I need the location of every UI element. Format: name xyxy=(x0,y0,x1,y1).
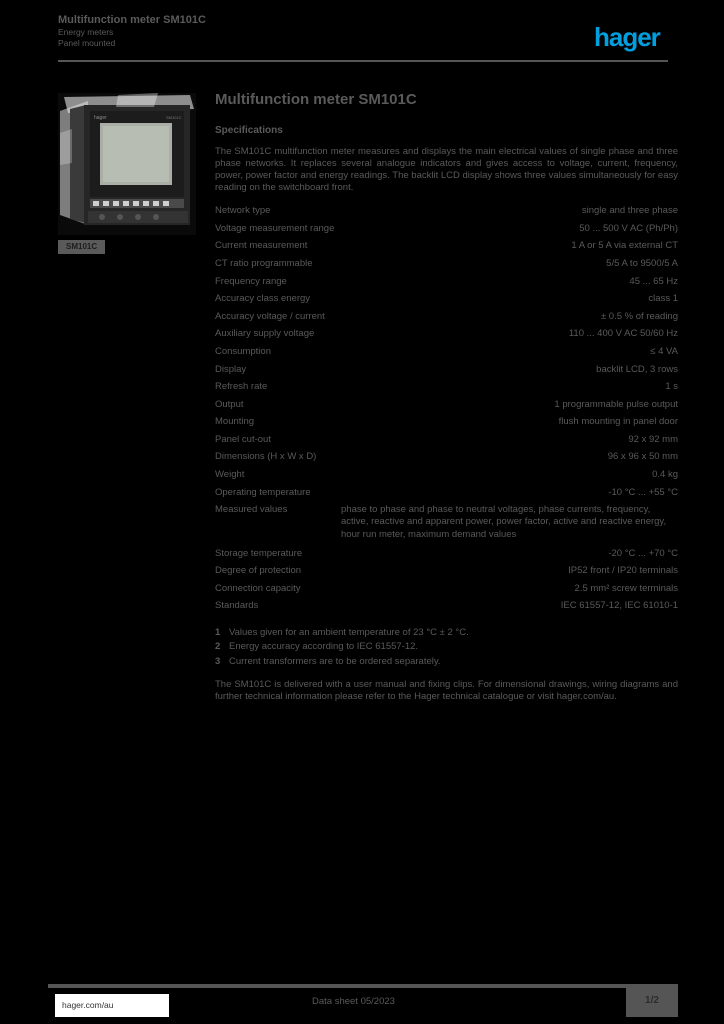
product-description: The SM101C multifunction meter measures … xyxy=(215,145,678,193)
page-title: Multifunction meter SM101C xyxy=(215,91,417,108)
spec-value: class 1 xyxy=(648,293,678,305)
list-item: 1 Values given for an ambient temperature… xyxy=(215,627,678,640)
table-row: Weight 0.4 kg xyxy=(215,466,678,484)
table-row: Panel cut-out 92 x 92 mm xyxy=(215,431,678,449)
table-row: Voltage measurement range 50 ... 500 V AC… xyxy=(215,220,678,238)
spec-label: Network type xyxy=(215,205,271,217)
spec-label: Display xyxy=(215,363,247,375)
footer-info: Data sheet 05/2023 xyxy=(312,996,395,1007)
list-item: 2 Energy accuracy according to IEC 61557-… xyxy=(215,641,678,654)
spec-label: Connection capacity xyxy=(215,582,301,594)
product-image: hager SM101C xyxy=(58,93,196,235)
spec-value: -10 °C ... +55 °C xyxy=(608,486,678,498)
spec-label: Auxiliary supply voltage xyxy=(215,328,315,340)
table-row: Connection capacity 2.5 mm² screw termina… xyxy=(215,580,678,598)
spec-value: 1 A or 5 A via external CT xyxy=(571,240,678,252)
spec-label: Accuracy class energy xyxy=(215,293,311,305)
main-content: Multifunction meter SM101C Specification… xyxy=(215,91,678,704)
table-row: Auxiliary supply voltage 110 ... 400 V AC… xyxy=(215,325,678,343)
spec-label: Measured values xyxy=(215,504,288,516)
table-row: Frequency range 45 ... 65 Hz xyxy=(215,272,678,290)
spec-label: CT ratio programmable xyxy=(215,258,313,270)
spec-value: 1 programmable pulse output xyxy=(554,398,678,410)
note-number: 1 xyxy=(215,626,221,638)
spec-label: Storage temperature xyxy=(215,547,303,559)
spec-value: ≤ 4 VA xyxy=(650,345,678,357)
notes-list: 1 Values given for an ambient temperature… xyxy=(215,627,678,669)
svg-text:hager: hager xyxy=(94,115,107,121)
spec-value: IEC 61557-12, IEC 61010-1 xyxy=(560,600,678,612)
hager-logo: hager xyxy=(594,22,661,52)
table-row: Degree of protection IP52 front / IP20 te… xyxy=(215,562,678,580)
svg-text:SM101C: SM101C xyxy=(166,115,182,120)
spec-label: Voltage measurement range xyxy=(215,222,335,234)
table-row: Mounting flush mounting in panel door xyxy=(215,413,678,431)
table-row: Network type single and three phase xyxy=(215,202,678,220)
table-row: Refresh rate 1 s xyxy=(215,378,678,396)
header-title-block: Multifunction meter SM101C Energy meters… xyxy=(58,14,206,49)
table-row: CT ratio programmable 5/5 A to 9500/5 A xyxy=(215,255,678,273)
spec-value: 0.4 kg xyxy=(652,468,678,480)
spec-value: 5/5 A to 9500/5 A xyxy=(606,258,678,270)
table-row: Display backlit LCD, 3 rows xyxy=(215,360,678,378)
spec-label: Panel cut-out xyxy=(215,433,271,445)
spec-value: backlit LCD, 3 rows xyxy=(596,363,678,375)
product-photo-svg: hager SM101C xyxy=(58,93,196,235)
header-title: Multifunction meter SM101C xyxy=(58,14,206,26)
product-caption: SM101C xyxy=(58,240,106,254)
spec-value: 1 s xyxy=(665,381,678,393)
spec-label: Refresh rate xyxy=(215,381,268,393)
spec-label: Mounting xyxy=(215,416,255,428)
spec-value: ± 0.5 % of reading xyxy=(600,310,678,322)
spec-value: single and three phase xyxy=(581,205,678,217)
specs-subheading: Specifications xyxy=(215,124,283,136)
table-row: Measured values phase to phase and phase … xyxy=(215,501,678,544)
spec-label: Degree of protection xyxy=(215,565,302,577)
spec-value: phase to phase and phase to neutral volt… xyxy=(341,504,667,540)
spec-value: 50 ... 500 V AC (Ph/Ph) xyxy=(579,222,678,234)
table-row: Storage temperature -20 °C ... +70 °C xyxy=(215,544,678,562)
spec-value: 45 ... 65 Hz xyxy=(629,275,678,287)
spec-table: Network type single and three phase Volta… xyxy=(215,202,678,615)
spec-value: 96 x 96 x 50 mm xyxy=(607,451,678,463)
spec-label: Output xyxy=(215,398,244,410)
note-number: 2 xyxy=(215,641,221,653)
page-number-badge: 1/2 xyxy=(626,984,678,1017)
note-text: Current transformers are to be ordered s… xyxy=(229,656,441,668)
spec-label: Current measurement xyxy=(215,240,308,252)
spec-value: IP52 front / IP20 terminals xyxy=(568,565,678,577)
spec-label: Standards xyxy=(215,600,259,612)
table-row: Operating temperature -10 °C ... +55 °C xyxy=(215,483,678,501)
spec-label: Accuracy voltage / current xyxy=(215,310,325,322)
table-row: Dimensions (H x W x D) 96 x 96 x 50 mm xyxy=(215,448,678,466)
note-number: 3 xyxy=(215,656,221,668)
spec-value: 92 x 92 mm xyxy=(628,433,678,445)
spec-value: 110 ... 400 V AC 50/60 Hz xyxy=(568,328,678,340)
note-text: Values given for an ambient temperature … xyxy=(229,626,469,638)
table-row: Output 1 programmable pulse output xyxy=(215,395,678,413)
spec-label: Frequency range xyxy=(215,275,287,287)
spec-value: flush mounting in panel door xyxy=(558,416,678,428)
header-category: Panel mounted xyxy=(58,37,116,48)
spec-label: Operating temperature xyxy=(215,486,311,498)
note-text: Energy accuracy according to IEC 61557-1… xyxy=(229,641,419,653)
spec-label: Dimensions (H x W x D) xyxy=(215,451,317,463)
footer-website-link[interactable]: hager.com/au xyxy=(55,994,169,1017)
spec-label: Consumption xyxy=(215,345,271,357)
header-subtitle: Energy meters xyxy=(58,26,114,37)
table-row: Current measurement 1 A or 5 A via extern… xyxy=(215,237,678,255)
table-row: Accuracy class energy class 1 xyxy=(215,290,678,308)
footnote-paragraph: The SM101C is delivered with a user manu… xyxy=(215,679,678,703)
spec-label: Weight xyxy=(215,468,245,480)
table-row: Accuracy voltage / current ± 0.5 % of rea… xyxy=(215,308,678,326)
list-item: 3 Current transformers are to be ordered … xyxy=(215,656,678,669)
spec-value: -20 °C ... +70 °C xyxy=(608,547,678,559)
footer-divider xyxy=(48,984,678,988)
table-row: Consumption ≤ 4 VA xyxy=(215,343,678,361)
spec-value: 2.5 mm² screw terminals xyxy=(574,582,678,594)
table-row: Standards IEC 61557-12, IEC 61010-1 xyxy=(215,597,678,615)
header-divider xyxy=(58,60,668,62)
